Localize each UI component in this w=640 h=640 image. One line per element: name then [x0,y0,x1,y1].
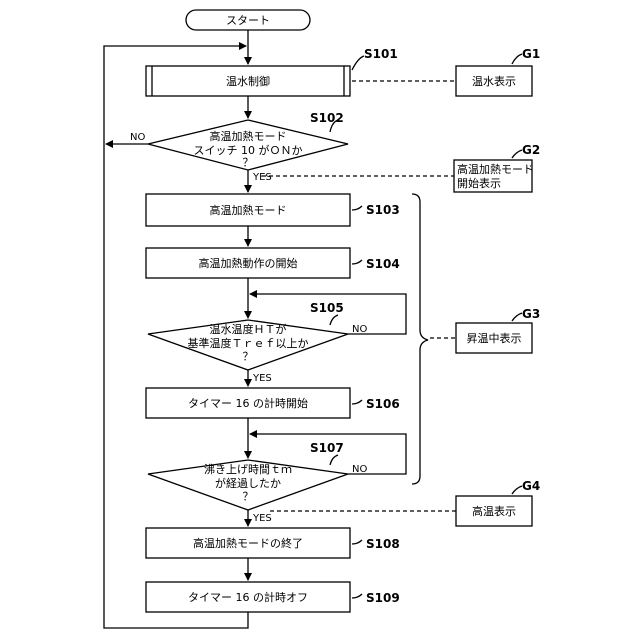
decision-s107-line1: 沸き上げ時間ｔｍ [204,463,292,476]
step-s108-label: 高温加熱モードの終了 [193,536,303,550]
s105-no-label: NO [352,324,367,335]
display-g1-label: 温水表示 [472,74,516,88]
decision-s102: 高温加熱モード スイッチ 10 がＯＮか ？ [148,120,348,170]
step-s101-label: 温水制御 [226,74,270,88]
decision-s102-line1: 高温加熱モード [210,129,287,143]
step-id-s101: S101 [364,47,398,61]
display-g2-line2: 開始表示 [457,176,501,190]
step-id-s104: S104 [366,257,400,271]
step-s101: 温水制御 [146,66,350,96]
s105-yes-label: YES [252,373,272,384]
display-id-g2: G2 [522,143,540,157]
s102-no-label: NO [130,132,145,143]
decision-s102-line2: スイッチ 10 がＯＮか [194,143,303,157]
step-s103-label: 高温加熱モード [210,203,287,217]
display-id-g3: G3 [522,307,540,321]
decision-s107: 沸き上げ時間ｔｍ が経過したか ？ [148,460,348,510]
step-s109-label: タイマー 16 の計時オフ [188,590,308,604]
step-id-s102: S102 [310,111,344,125]
decision-s105-line3: ？ [243,350,254,363]
s107-yes-label: YES [252,513,272,524]
step-s106-label: タイマー 16 の計時開始 [188,396,308,410]
decision-s107-line3: ？ [243,490,254,503]
display-id-g1: G1 [522,47,540,61]
step-s104-label: 高温加熱動作の開始 [199,256,298,270]
g3-bracket [412,194,428,484]
s102-yes-label: YES [252,172,272,183]
display-id-g4: G4 [522,479,540,493]
step-id-s106: S106 [366,397,400,411]
display-g3-label: 昇温中表示 [467,331,522,345]
decision-s105: 温水温度ＨＴが 基準温度Ｔｒｅｆ以上か ？ [148,320,348,370]
step-id-s109: S109 [366,591,400,605]
decision-s107-line2: が経過したか [215,476,281,490]
step-id-s103: S103 [366,203,400,217]
display-g4-label: 高温表示 [472,504,516,518]
s107-no-label: NO [352,464,367,475]
step-id-s105: S105 [310,301,344,315]
display-g2-line1: 高温加熱モード [457,162,534,176]
decision-s102-line3: ？ [243,156,254,169]
step-id-s107: S107 [310,441,344,455]
decision-s105-line2: 基準温度Ｔｒｅｆ以上か [188,336,309,350]
decision-s105-line1: 温水温度ＨＴが [210,322,287,336]
start-label: スタート [226,14,270,27]
step-id-s108: S108 [366,537,400,551]
